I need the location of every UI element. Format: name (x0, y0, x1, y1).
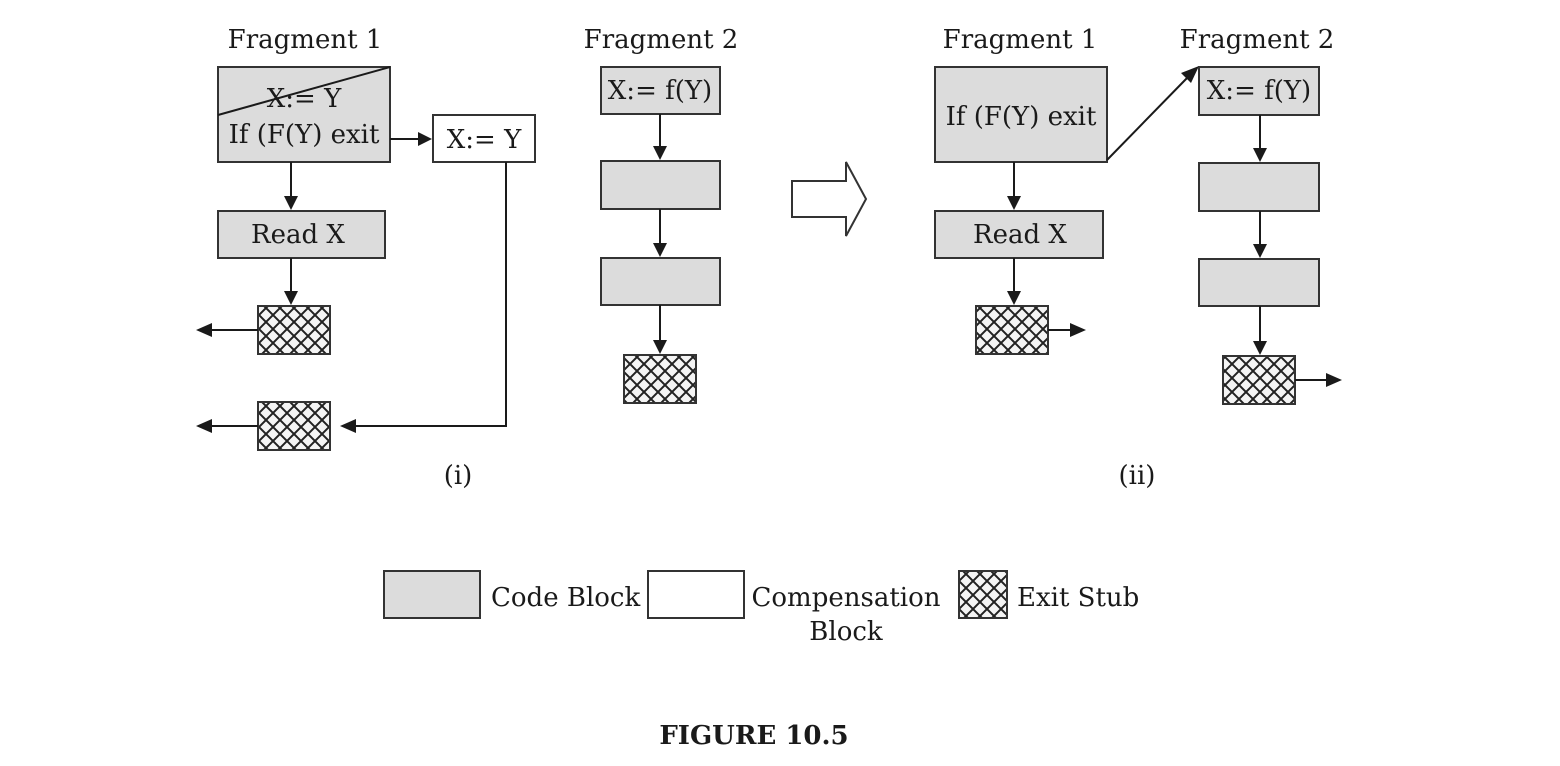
read-x-text: Read X (973, 220, 1067, 250)
panel-i: Fragment 1 Fragment 2 X:= Y If (F(Y) exi… (196, 25, 738, 491)
compensation-block: X:= Y (432, 114, 536, 163)
arrowhead-read-to-stub (284, 291, 298, 305)
read-x-block: Read X (934, 210, 1104, 259)
legend-compensation-swatch (647, 570, 745, 619)
exit-arrowhead-left (196, 323, 212, 337)
arrowhead-to-compensation (418, 132, 432, 146)
legend-code-block-swatch (383, 570, 481, 619)
fragment2-first-block: X:= f(Y) (600, 66, 721, 115)
exit-arrowhead-right (1070, 323, 1086, 337)
exit-stub (975, 305, 1049, 355)
transform-arrow-icon (791, 161, 868, 237)
read-x-block: Read X (217, 210, 386, 259)
diagonal-arrow-to-fragment2 (1106, 76, 1189, 161)
exit-arrowhead-right (1326, 373, 1342, 387)
panel-ii: Fragment 1 Fragment 2 If (F(Y) exit Read… (934, 25, 1342, 491)
code-block (600, 160, 721, 210)
fragment2-arrowhead (653, 340, 667, 354)
read-x-text: Read X (251, 220, 345, 250)
split-block-top-text: X:= Y (267, 84, 342, 114)
split-block-bottom-text: If (F(Y) exit (229, 120, 380, 150)
panel-ii-fragment1-title: Fragment 1 (943, 25, 1098, 55)
diagonal-arrowhead (1181, 66, 1199, 83)
panel-i-fragment1-title: Fragment 1 (228, 25, 383, 55)
exit-arrowhead-left (196, 419, 212, 433)
legend-exit-stub-swatch (958, 570, 1008, 619)
code-block (600, 257, 721, 306)
fragment2-first-text: X:= f(Y) (608, 76, 712, 106)
panel-ii-label: (ii) (1119, 461, 1156, 491)
compensation-to-stub-arrowhead (340, 419, 356, 433)
code-block (1198, 162, 1320, 212)
panel-ii-fragment2-title: Fragment 2 (1180, 25, 1335, 55)
exit-stub (623, 354, 697, 404)
exit-stub (257, 401, 331, 451)
fragment2-arrowhead (1253, 244, 1267, 258)
code-block (1198, 258, 1320, 307)
if-block-text: If (F(Y) exit (946, 102, 1097, 132)
split-code-block: X:= Y If (F(Y) exit (217, 66, 391, 163)
legend-exit-stub-label: Exit Stub (1017, 583, 1139, 613)
split-diagonal (217, 66, 391, 116)
arrowhead-if-to-read (1007, 196, 1021, 210)
fragment2-arrowhead (1253, 341, 1267, 355)
exit-stub (257, 305, 331, 355)
compensation-to-stub-path (355, 162, 507, 427)
arrowhead-read-to-stub (1007, 291, 1021, 305)
panel-i-fragment2-title: Fragment 2 (584, 25, 739, 55)
fragment2-first-text: X:= f(Y) (1207, 76, 1311, 106)
fragment2-arrowhead (653, 243, 667, 257)
fragment2-arrowhead (653, 146, 667, 160)
legend: Code Block Compensation Block Exit Stub (383, 570, 1139, 647)
panel-i-label: (i) (444, 461, 473, 491)
legend-compensation-label-line2: Block (809, 617, 883, 647)
legend-code-block-label: Code Block (491, 583, 640, 613)
figure-caption: FIGURE 10.5 (659, 721, 848, 751)
compensation-block-text: X:= Y (447, 125, 522, 155)
arrowhead-split-to-read (284, 196, 298, 210)
fragment2-first-block: X:= f(Y) (1198, 66, 1320, 116)
fragment2-arrowhead (1253, 148, 1267, 162)
legend-compensation-label-line1: Compensation (752, 583, 941, 613)
exit-stub (1222, 355, 1296, 405)
if-code-block: If (F(Y) exit (934, 66, 1108, 163)
